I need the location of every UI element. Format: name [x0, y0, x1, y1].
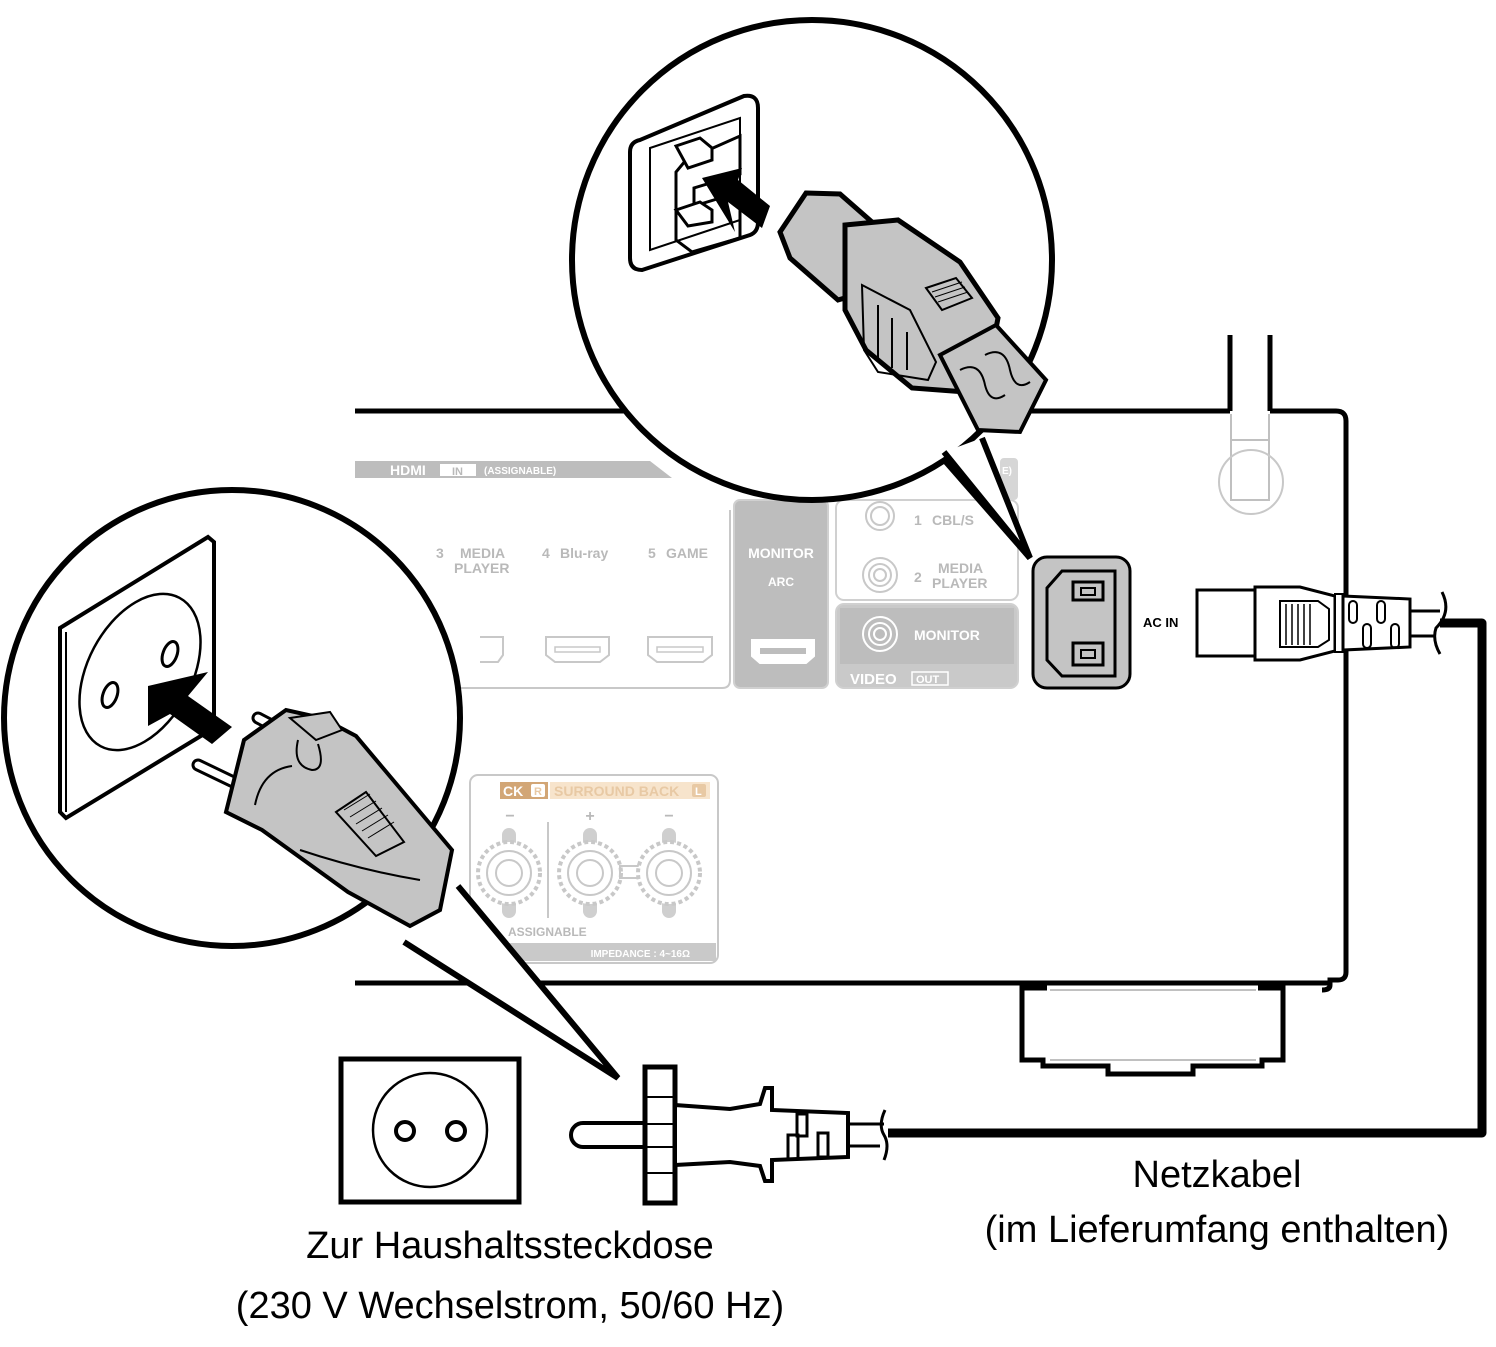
cable-label-line2: (im Lieferumfang enthalten): [985, 1209, 1450, 1251]
hdmi-input-3: 3 MEDIA PLAYER: [436, 545, 510, 663]
hdmi-in-badge: IN: [452, 466, 463, 478]
insert-arrow-icon: [702, 168, 770, 232]
cable-label-line1: Netzkabel: [1133, 1154, 1302, 1196]
receiver-rear-panel: HDMI IN (ASSIGNABLE) 3 MEDIA PLAYER 4 Bl…: [355, 335, 1448, 1077]
hdmi-monitor-label: MONITOR: [748, 545, 814, 561]
outlet-label-line1: Zur Haushaltssteckdose: [306, 1225, 714, 1267]
hdmi-header-label: HDMI: [390, 462, 426, 478]
outlet-label-line2: (230 V Wechselstrom, 50/60 Hz): [236, 1285, 784, 1327]
magnifier-wall-outlet: [1, 487, 621, 1081]
surround-back-l-badge: L: [695, 786, 702, 798]
svg-text:CBL/S: CBL/S: [932, 512, 974, 528]
surround-back-r-label: CK: [503, 783, 523, 799]
hdmi-port-icon: [545, 636, 610, 663]
ac-in-label: AC IN: [1143, 615, 1178, 630]
power-cord-line: [888, 618, 1487, 1138]
speaker-assignable-label: ASSIGNABLE: [508, 925, 587, 939]
mains-plug-side-view: [569, 1064, 889, 1206]
svg-text:PLAYER: PLAYER: [454, 560, 510, 576]
cable-caption: Netzkabel (im Lieferumfang enthalten): [985, 1154, 1450, 1251]
speaker-terminal-section: CK R SURROUND BACK L − +: [469, 774, 719, 964]
iec-plug-side-view: [1195, 585, 1448, 662]
hdmi-assignable-label: (ASSIGNABLE): [484, 466, 556, 477]
hdmi-arc-label: ARC: [768, 575, 794, 589]
speaker-terminal-minus: −: [636, 808, 702, 918]
svg-text:MEDIA: MEDIA: [938, 560, 983, 576]
euro-plug-icon: [191, 707, 455, 929]
svg-text:−: −: [505, 808, 514, 825]
insert-arrow-icon: [148, 672, 232, 744]
surround-back-r-badge: R: [534, 786, 542, 798]
speaker-terminal-plus: +: [557, 808, 623, 918]
svg-text:MONITOR: MONITOR: [914, 627, 980, 643]
svg-text:+: +: [585, 808, 594, 825]
iec-inlet-socket-icon: [628, 93, 760, 273]
svg-text:2: 2: [914, 569, 922, 585]
svg-text:1: 1: [914, 512, 922, 528]
hdmi-port-icon: [647, 636, 713, 663]
speaker-terminal-left: −: [476, 808, 542, 918]
magnifier-ac-inlet: [569, 17, 1055, 560]
video-header-label: VIDEO: [850, 671, 897, 688]
video-monitor-out: MONITOR: [840, 608, 1014, 664]
impedance-label: IMPEDANCE : 4~16Ω: [591, 949, 690, 960]
hdmi-monitor-out: MONITOR ARC: [733, 499, 829, 689]
iec-c13-plug-icon: [777, 190, 1049, 435]
schuko-outlet-icon: [58, 534, 216, 821]
ac-in-inlet: AC IN: [1031, 555, 1178, 690]
hdmi-input-5: 5 GAME: [647, 545, 713, 663]
antenna: [1218, 335, 1284, 515]
svg-text:−: −: [664, 808, 673, 825]
svg-text:PLAYER: PLAYER: [932, 575, 988, 591]
svg-text:GAME: GAME: [666, 545, 708, 561]
hdmi-in-section: HDMI IN (ASSIGNABLE) 3 MEDIA PLAYER 4 Bl…: [355, 461, 731, 689]
partial-badge: E): [1002, 466, 1012, 477]
wall-outlet: [338, 1056, 522, 1205]
outlet-caption: Zur Haushaltssteckdose (230 V Wechselstr…: [236, 1225, 784, 1327]
video-section: 1 CBL/S 2 MEDIA PLAYER MONITOR VIDEO OUT: [835, 458, 1019, 689]
receiver-foot: [1019, 985, 1286, 1077]
hdmi-input-4: 4 Blu-ray: [542, 545, 610, 663]
svg-text:4: 4: [542, 545, 550, 561]
video-input-2: 2 MEDIA PLAYER: [862, 557, 988, 593]
video-input-1: 1 CBL/S: [865, 501, 974, 531]
video-out-badge: OUT: [916, 674, 940, 686]
svg-text:Blu-ray: Blu-ray: [560, 545, 608, 561]
svg-text:3: 3: [436, 545, 444, 561]
svg-text:5: 5: [648, 545, 656, 561]
receiver-right-edge: [1321, 408, 1349, 993]
svg-text:MEDIA: MEDIA: [460, 545, 505, 561]
surround-back-l-label: SURROUND BACK: [554, 783, 679, 799]
